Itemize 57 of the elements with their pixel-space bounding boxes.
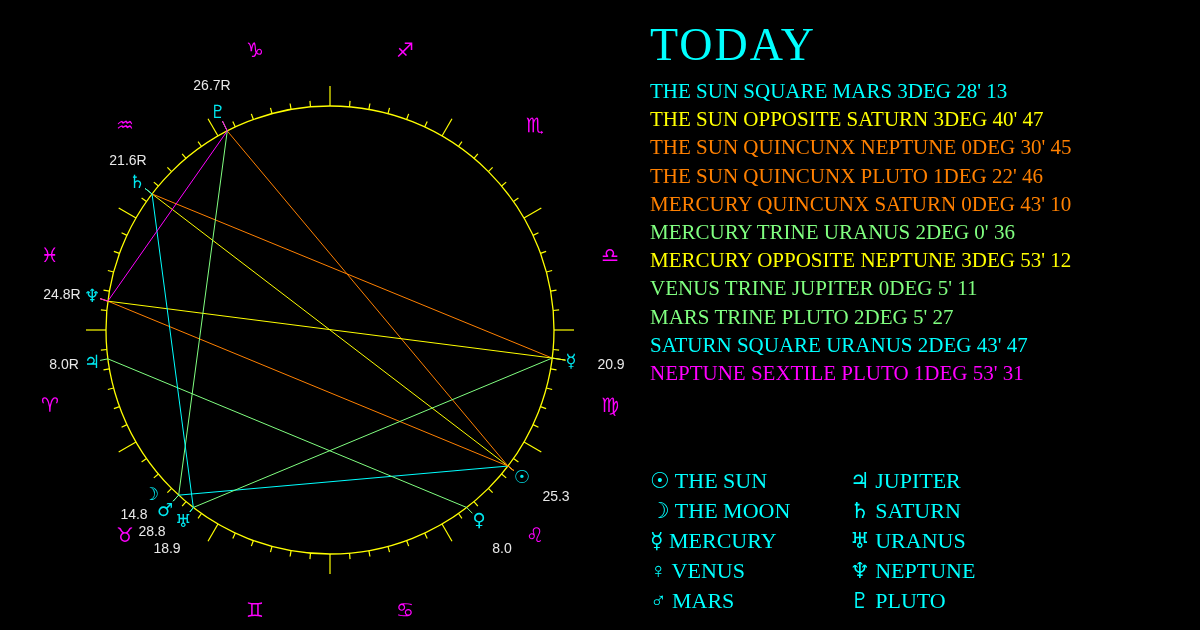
legend-item: ♂ MARS: [650, 590, 735, 612]
zodiac-sign: ♊: [245, 600, 264, 621]
aspect-text: MERCURY QUINCUNX SATURN 0DEG 43' 10: [650, 193, 1072, 215]
aspect-text: THE SUN QUINCUNX NEPTUNE 0DEG 30' 45: [650, 137, 1072, 159]
legend-item: ♄ SATURN: [850, 500, 961, 522]
planet-glyph: ☉: [513, 468, 531, 486]
degree-label: 24.8R: [43, 287, 81, 301]
heading: TODAY: [650, 22, 816, 68]
zodiac-sign: ♌: [526, 525, 544, 546]
degree-label: 25.3: [542, 489, 570, 503]
planet-glyph: ♆: [83, 287, 101, 305]
zodiac-sign: ♎: [601, 244, 620, 265]
degree-label: 20.9: [597, 357, 625, 371]
zodiac-sign: ♓: [40, 244, 59, 265]
legend-item: ☉ THE SUN: [650, 470, 768, 492]
aspect-text: MERCURY TRINE URANUS 2DEG 0' 36: [650, 222, 1015, 243]
aspect-text: THE SUN SQUARE MARS 3DEG 28' 13: [650, 81, 1008, 102]
aspect-line: [99, 358, 473, 514]
planet-glyph: ♂: [156, 501, 174, 519]
degree-label: 8.0: [492, 541, 512, 555]
aspect-text: THE SUN OPPOSITE SATURN 3DEG 40' 47: [650, 109, 1044, 131]
planet-glyph: ♀: [472, 511, 486, 529]
zodiac-sign: ♈: [40, 395, 59, 416]
planet-glyph: ♅: [174, 512, 192, 530]
aspect-text: SATURN SQUARE URANUS 2DEG 43' 47: [650, 334, 1028, 356]
legend-item: ♅ URANUS: [850, 530, 966, 552]
degree-label: 14.8: [120, 507, 148, 521]
legend-item: ♇ PLUTO: [850, 590, 946, 612]
degree-label: 8.0R: [49, 357, 79, 371]
zodiac-sign: ♑: [245, 39, 264, 60]
aspect-line: [99, 120, 228, 302]
degree-label: 21.6R: [109, 153, 147, 167]
aspect-text: NEPTUNE SEXTILE PLUTO 1DEG 53' 31: [650, 363, 1024, 384]
planet-glyph: ♇: [209, 103, 227, 121]
zodiac-sign: ♏: [526, 114, 544, 135]
aspect-text: MARS TRINE PLUTO 2DEG 5' 27: [650, 306, 954, 328]
zodiac-sign: ♍: [601, 395, 620, 416]
legend-item: ♆ NEPTUNE: [850, 560, 976, 582]
planet-glyph: ☿: [565, 352, 577, 370]
planet-glyph: ☽: [142, 485, 160, 503]
zodiac-sign: ♒: [115, 114, 134, 135]
planet-glyph: ♃: [83, 353, 101, 371]
zodiac-sign: ♐: [396, 39, 414, 60]
aspect-line: [144, 187, 194, 513]
aspect-text: MERCURY OPPOSITE NEPTUNE 3DEG 53' 12: [650, 250, 1072, 272]
legend-item: ♃ JUPITER: [850, 470, 961, 492]
aspect-text: THE SUN QUINCUNX PLUTO 1DEG 22' 46: [650, 165, 1044, 187]
legend-item: ☿ MERCURY: [650, 530, 777, 552]
planet-glyph: ♄: [128, 173, 146, 191]
legend-item: ☽ THE MOON: [650, 500, 791, 522]
zodiac-sign: ♋: [396, 600, 414, 621]
zodiac-sign: ♉: [115, 525, 134, 546]
degree-label: 18.9: [153, 541, 181, 555]
legend-item: ♀ VENUS: [650, 560, 745, 582]
aspect-text: VENUS TRINE JUPITER 0DEG 5' 11: [650, 278, 978, 300]
degree-label: 28.8: [138, 524, 166, 538]
degree-label: 26.7R: [193, 78, 231, 92]
